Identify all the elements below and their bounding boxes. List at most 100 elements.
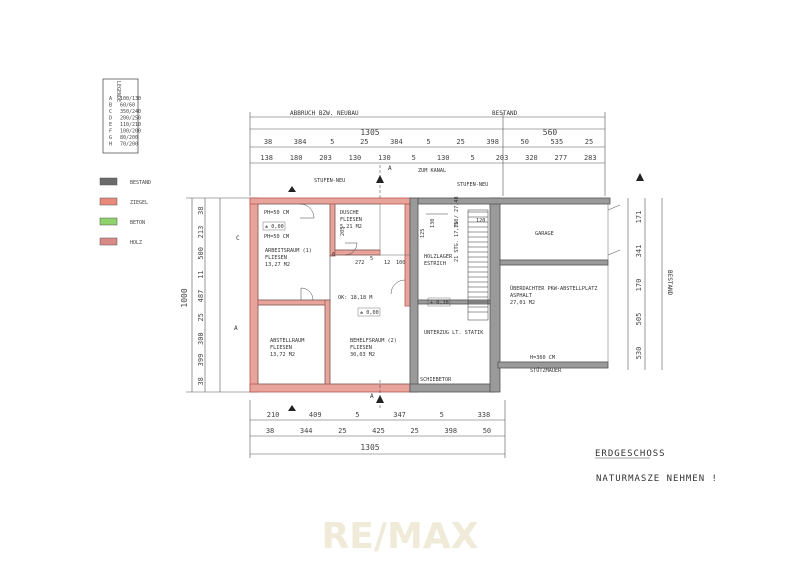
- dim-bottom-value: 50: [483, 427, 491, 435]
- legend-letter: E: [109, 122, 112, 128]
- dim-left-value: 38: [197, 377, 205, 385]
- room-area: 27,01 M2: [510, 300, 535, 306]
- section-a-top: A: [388, 165, 392, 172]
- dim-bottom-value: 25: [338, 427, 346, 435]
- legend-letter: H: [109, 142, 112, 148]
- dim-left-value: 487: [197, 290, 205, 303]
- staircase: [467, 209, 489, 321]
- bottom-dimensions: [249, 400, 506, 458]
- dim-bottom-value: 398: [444, 427, 457, 435]
- dim-total-left: 1305: [360, 128, 379, 137]
- dim-top-value: 5: [412, 154, 416, 162]
- legend-letter: C: [109, 109, 112, 115]
- floor-title: ERDGESCHOSS: [595, 449, 666, 459]
- room-name: DUSCHE: [340, 210, 359, 216]
- dim-top-value: 25: [585, 138, 593, 146]
- room-floor: ESTRICH: [424, 261, 446, 267]
- left-dimensions: [186, 197, 250, 393]
- legend-value: 350/240: [120, 109, 141, 115]
- top-dimensions: [249, 112, 606, 196]
- dim-top-value: 130: [349, 154, 362, 162]
- room-area: 30,03 M2: [350, 352, 375, 358]
- stufen-neu-1: STUFEN-NEU: [314, 178, 345, 184]
- dim-top-value: 203: [496, 154, 509, 162]
- level-3: + 0,38: [430, 300, 449, 306]
- dim-12: 12: [384, 260, 390, 266]
- dim-right-value: 170: [635, 279, 643, 292]
- dim-top-value: 130: [378, 154, 391, 162]
- section-a-left: A: [234, 325, 238, 332]
- legend-letter: A: [109, 96, 112, 102]
- dim-top-value: 25: [360, 138, 368, 146]
- dim-top-value: 320: [525, 154, 538, 162]
- legend-value: 200/250: [120, 116, 141, 122]
- dim-5: 5: [370, 256, 373, 262]
- room-floor: FLIESEN: [350, 345, 372, 351]
- material-label: BETON: [130, 220, 145, 226]
- dim-125: 125: [420, 229, 426, 238]
- dim-bottom-value: 344: [300, 427, 313, 435]
- schiebetor-label: SCHIEBETOR: [420, 377, 452, 383]
- room-name: ARBEITSRAUM (1): [265, 248, 312, 254]
- legend-value: 100/200: [120, 129, 141, 135]
- dim-top-value: 38: [264, 138, 272, 146]
- legend-value: 100/130: [120, 96, 141, 102]
- dim-top-value: 5: [471, 154, 475, 162]
- room-floor: ASPHALT: [510, 293, 532, 299]
- material-swatch: [99, 237, 118, 246]
- legend-title: LEGENDE: [115, 81, 121, 102]
- legend-value: 110/210: [120, 122, 141, 128]
- legend-value: 70/200: [120, 142, 138, 148]
- right-bestand-label: BESTAND: [666, 270, 673, 296]
- material-swatch: [99, 217, 118, 226]
- legend-letter: F: [109, 129, 112, 135]
- room-name: ABSTELLRAUM: [270, 338, 304, 344]
- legend-value: 60/60: [120, 103, 135, 109]
- dim-left-value: 213: [197, 226, 205, 239]
- section-c: C: [236, 235, 240, 242]
- dim-total-right: 560: [543, 128, 558, 137]
- header-left-label: ABBRUCH BZW. NEUBAU: [290, 110, 359, 117]
- dim-right-value: 341: [635, 245, 643, 258]
- ok-label: OK: 18,18 M: [338, 295, 372, 301]
- unterzug-label: UNTERZUG LT. STATIK: [424, 330, 484, 336]
- dim-bottom-value: 338: [478, 411, 491, 419]
- dim-left-value: 25: [197, 313, 205, 321]
- dim-bottom-value: 38: [266, 427, 274, 435]
- dim-bottom-total: 1305: [360, 443, 379, 452]
- legend-letter: D: [109, 116, 112, 122]
- dim-right-value: 171: [635, 211, 643, 224]
- zum-kanal-label: ZUM KANAL: [418, 168, 446, 174]
- dim-bottom-value: 425: [372, 427, 385, 435]
- ph-label-2: PH=50 CM: [264, 234, 289, 240]
- dim-top-value: 384: [294, 138, 307, 146]
- dim-bottom-value: 25: [410, 427, 418, 435]
- dim-150: 150: [454, 219, 460, 228]
- stuetzmauer-label: STÜTZMAUER: [530, 367, 562, 374]
- room: ÜBERDACHTER PKW-ABSTELLPLATZASPHALT27,01…: [510, 285, 597, 306]
- legend-value: 80/200: [120, 135, 138, 141]
- room-floor: FLIESEN: [340, 217, 362, 223]
- room: GARAGE: [535, 231, 554, 237]
- room-area: 13,27 M2: [265, 262, 290, 268]
- dim-top-value: 130: [437, 154, 450, 162]
- room-name: BEHELFSRAUM (2): [350, 338, 397, 344]
- dim-top-value: 50: [521, 138, 529, 146]
- section-a-bottom: A: [370, 393, 374, 400]
- section-markers: [288, 165, 644, 411]
- dim-left-value: 38: [197, 206, 205, 214]
- legend-letter: B: [109, 103, 112, 109]
- dim-120: 120: [476, 218, 485, 224]
- dim-bottom-value: 347: [393, 411, 406, 419]
